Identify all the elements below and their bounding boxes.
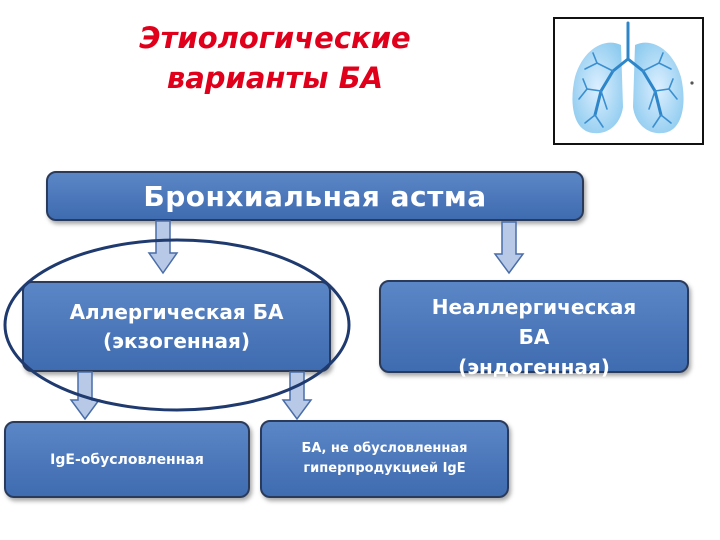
arrow-root-to-nonallergic xyxy=(493,221,525,275)
lungs-icon xyxy=(572,21,694,134)
lungs-image xyxy=(553,17,704,145)
node-non-ige-mediated: БА, не обусловленная гиперпродукцией IgE xyxy=(260,420,509,498)
node-label: Бронхиальная астма xyxy=(143,179,487,213)
node-label: Аллергическая БА (экзогенная) xyxy=(69,299,284,353)
node-bronchial-asthma: Бронхиальная астма xyxy=(46,171,584,221)
node-label: Неаллергическая БА (эндогенная) xyxy=(431,294,637,379)
node-label: IgE-обусловленная xyxy=(50,451,204,468)
node-label: БА, не обусловленная гиперпродукцией IgE xyxy=(301,441,468,476)
node-allergic-asthma: Аллергическая БА (экзогенная) xyxy=(22,281,331,372)
node-ige-mediated: IgE-обусловленная xyxy=(4,421,250,498)
node-nonallergic-asthma: Неаллергическая БА (эндогенная) xyxy=(379,280,689,379)
arrow-allergic-to-non-ige xyxy=(281,371,313,421)
slide-title: Этиологические варианты БА xyxy=(139,21,411,95)
arrow-root-to-allergic xyxy=(147,220,179,275)
highlight-ellipse xyxy=(3,238,351,412)
